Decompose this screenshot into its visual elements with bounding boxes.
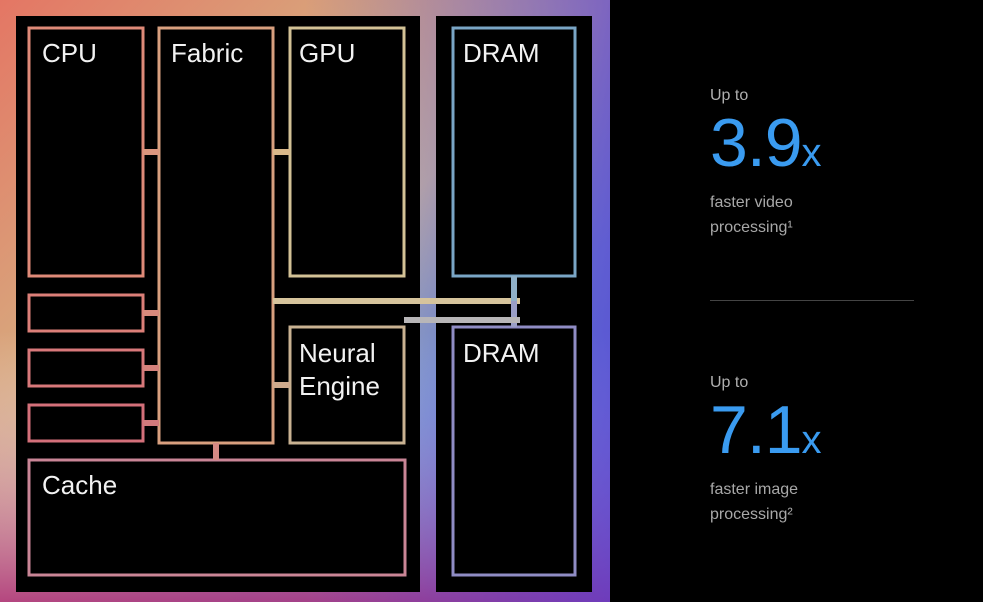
stat-video-value: 3.9x [710, 108, 940, 188]
cpu-block [27, 26, 145, 278]
neural-engine-block [288, 325, 406, 445]
fabric-block [157, 26, 275, 445]
stat-video-desc: faster video processing¹ [710, 190, 940, 240]
neural-engine-label-line1: Neural [299, 338, 376, 368]
dram-top-label: DRAM [463, 38, 540, 68]
neural-engine-label-line2: Engine [299, 371, 380, 401]
cache-block [27, 458, 407, 577]
gpu-block [288, 26, 406, 278]
stat-image-number: 7.1 [710, 392, 803, 468]
cache-label: Cache [42, 470, 118, 500]
small-block-1 [27, 293, 145, 333]
stat-image: Up to 7.1x faster image processing² [710, 373, 940, 527]
stat-video-desc-line2: processing¹ [710, 219, 793, 236]
small-block-3 [27, 403, 145, 443]
stat-image-desc: faster image processing² [710, 477, 940, 527]
stat-image-prefix: Up to [710, 374, 749, 391]
cpu-label: CPU [42, 38, 97, 68]
chip-diagram [0, 0, 610, 602]
stat-video: Up to 3.9x faster video processing¹ [710, 86, 940, 240]
stat-video-prefix: Up to [710, 87, 749, 104]
fabric-label: Fabric [171, 38, 244, 68]
stat-image-value: 7.1x [710, 395, 940, 475]
dram-bottom-label: DRAM [463, 338, 540, 368]
gpu-label: GPU [299, 38, 356, 68]
stat-image-desc-line2: processing² [710, 506, 793, 523]
stat-video-unit: x [801, 131, 822, 175]
stat-divider [710, 300, 914, 301]
stat-video-desc-line1: faster video [710, 194, 793, 211]
dram-bottom-block [451, 325, 577, 577]
stat-video-number: 3.9 [710, 105, 803, 181]
stat-image-unit: x [801, 418, 822, 462]
dram-top-block [451, 26, 577, 278]
small-block-2 [27, 348, 145, 388]
stat-image-desc-line1: faster image [710, 481, 799, 498]
